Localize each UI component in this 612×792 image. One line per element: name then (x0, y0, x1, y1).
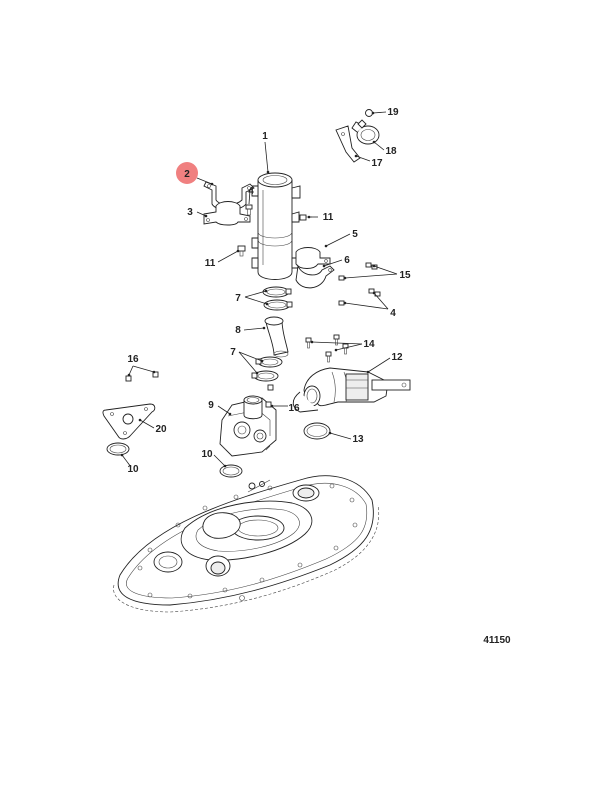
part-13-o-ring (303, 422, 331, 440)
part-6-right-lower-bracket (295, 264, 335, 289)
callout-19[interactable]: 19 (387, 107, 399, 118)
part-14-screws (305, 334, 349, 363)
part-16-screws-center (265, 384, 274, 408)
callout-17[interactable]: 17 (371, 158, 383, 169)
callout-10-pump[interactable]: 10 (201, 449, 213, 460)
callout-11-left[interactable]: 11 (205, 258, 216, 269)
callout-14[interactable]: 14 (363, 339, 375, 350)
part-17-bracket (335, 125, 361, 163)
leader-arrowheads (120, 111, 376, 468)
callout-2[interactable]: 2 (184, 169, 190, 180)
callout-16-left[interactable]: 16 (127, 354, 139, 365)
callout-11-right[interactable]: 11 (323, 212, 334, 223)
callout-4-upper[interactable]: 4 (248, 186, 254, 197)
part-8-hose (264, 316, 289, 358)
callout-7-lower[interactable]: 7 (230, 347, 236, 358)
part-7-clamps-lower (251, 356, 283, 382)
leader-lines (121, 111, 398, 468)
callout-20[interactable]: 20 (155, 424, 167, 435)
base-housing-plate (113, 475, 380, 613)
callout-8[interactable]: 8 (235, 325, 241, 336)
callout-15[interactable]: 15 (399, 270, 411, 281)
callout-10-left[interactable]: 10 (127, 464, 139, 475)
callout-4-right[interactable]: 4 (390, 308, 396, 319)
callout-9[interactable]: 9 (208, 400, 214, 411)
part-4-screw-upper (245, 204, 253, 216)
callout-6[interactable]: 6 (344, 255, 350, 266)
part-19-nut (357, 109, 373, 129)
part-3-lower-bracket (203, 201, 251, 226)
callout-labels: 1 2 3 4 4 5 6 7 7 8 9 10 10 11 11 12 13 … (127, 107, 411, 475)
callout-5[interactable]: 5 (352, 229, 358, 240)
callout-16-center[interactable]: 16 (288, 403, 300, 414)
part-18-adapter (351, 121, 380, 145)
part-9-pump-housing (219, 395, 277, 457)
part-1-cooler-cylinder (251, 172, 301, 280)
part-7-clamps-upper (262, 286, 293, 311)
part-11-screw-left (237, 245, 246, 257)
part-20-cover-plate (102, 403, 156, 440)
callout-3[interactable]: 3 (187, 207, 193, 218)
callout-12[interactable]: 12 (391, 352, 403, 363)
callout-1[interactable]: 1 (262, 131, 268, 142)
callout-7-upper[interactable]: 7 (235, 293, 241, 304)
part-10-o-ring-left (106, 442, 130, 456)
callout-13[interactable]: 13 (352, 434, 364, 445)
part-10-o-ring-under-pump (219, 464, 243, 478)
part-16-screws-left (125, 371, 159, 382)
highlight-marker (176, 162, 198, 184)
callout-18[interactable]: 18 (385, 146, 397, 157)
part-12-elbow-pipe (292, 367, 411, 413)
part-11-screw-right (299, 214, 312, 221)
part-5-right-upper-bracket (295, 247, 331, 269)
figure-number: 41150 (483, 635, 511, 646)
